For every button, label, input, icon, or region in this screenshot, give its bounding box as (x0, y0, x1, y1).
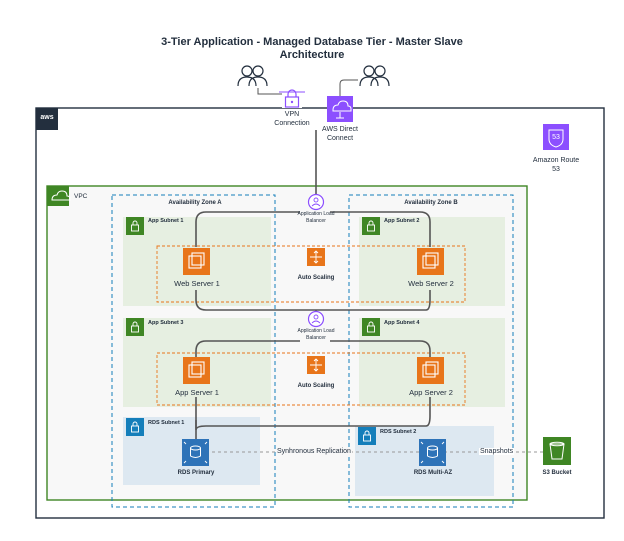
users-icon (359, 65, 390, 87)
vpc-label: VPC (74, 193, 88, 200)
aws-logo-badge (36, 108, 58, 130)
vpn-connection-label: VPN Connection (262, 110, 322, 128)
sync-replication-label: Synhronous Replication (276, 448, 352, 455)
aws-logo: aws (40, 114, 54, 121)
direct-connect-line (339, 79, 358, 98)
s3-bucket-label: S3 Bucket (542, 470, 572, 476)
ec2-instance-icon (417, 248, 444, 275)
vpc-badge (47, 186, 69, 206)
rds-database-icon (182, 439, 209, 466)
vpn-line (257, 88, 282, 95)
s3-bucket-icon (543, 437, 571, 465)
vpn-lock-icon (279, 88, 305, 108)
direct-connect-label-line-1: AWS Direct (322, 126, 358, 133)
auto-scaling-icon (307, 248, 325, 266)
alb-1-label-line-1: Application Load (297, 211, 335, 217)
ec2-instance-icon (417, 357, 444, 384)
availability-zone-b-label: Availability Zone B (404, 200, 458, 206)
route53-label: Amazon Route 53 (526, 156, 586, 174)
alb-2-label-line-2: Balancer (306, 334, 326, 341)
availability-zone-a-label: Availability Zone A (168, 200, 222, 206)
app-subnet-2-label: App Subnet 2 (384, 218, 420, 224)
rds-multi-az-label: RDS Multi-AZ (413, 470, 453, 476)
availability-zone-a (111, 194, 276, 508)
direct-connect-label: AWS Direct Connect (312, 125, 368, 143)
alb-2-label-line-1: Application Load (297, 328, 335, 334)
diagram-title: 3-Tier Application - Managed Database Ti… (0, 36, 624, 62)
alb-1-label: Application Load Balancer (287, 211, 345, 224)
subnet-lock-icon (126, 217, 144, 235)
web-server-2-label: Web Server 2 (408, 279, 454, 288)
connection-lines (195, 130, 431, 441)
auto-scaling-icon (307, 356, 325, 374)
app-server-2-label: App Server 2 (409, 388, 453, 397)
title-line-1: 3-Tier Application - Managed Database Ti… (161, 36, 463, 48)
auto-scaling-app-label: Auto Scaling (297, 383, 335, 389)
aws-cloud-frame (35, 107, 605, 519)
app-server-1-label: App Server 1 (175, 388, 219, 397)
snapshots-label: Snapshots (479, 448, 515, 455)
rds-subnet-1-label: RDS Subnet 1 (148, 420, 185, 426)
ec2-instance-icon (183, 357, 210, 384)
alb-2-label: Application Load Balancer (287, 328, 345, 341)
subnet-lock-icon (358, 427, 376, 445)
ec2-instance-icon (183, 248, 210, 275)
vpc-cloud-icon (51, 190, 71, 201)
route53-icon (543, 124, 569, 150)
app-subnet-4-label: App Subnet 4 (384, 320, 420, 326)
subnet-lock-icon (362, 318, 380, 336)
route53-badge-text: 53 (552, 134, 560, 141)
route53-label-line-2: 53 (552, 166, 560, 173)
load-balancer-icon (307, 193, 325, 211)
auto-scaling-web-label: Auto Scaling (297, 275, 335, 281)
rds-primary-label: RDS Primary (177, 470, 215, 476)
auto-scaling-group-web (156, 245, 466, 303)
subnet-lock-icon (126, 318, 144, 336)
rds-subnet-2-label: RDS Subnet 2 (380, 429, 417, 435)
subnet-lock-icon (126, 418, 144, 436)
rds-database-icon (419, 439, 446, 466)
app-subnet-1-label: App Subnet 1 (148, 218, 184, 224)
subnet-lock-icon (362, 217, 380, 235)
direct-connect-label-line-2: Connect (326, 135, 354, 142)
route53-label-line-1: Amazon Route (532, 157, 580, 164)
alb-1-label-line-2: Balancer (306, 217, 326, 224)
users-icon (237, 65, 268, 87)
vpn-label-line-1: VPN (284, 111, 300, 118)
vpn-label-line-2: Connection (274, 120, 310, 127)
web-server-1-label: Web Server 1 (174, 279, 220, 288)
direct-connect-icon (327, 96, 353, 122)
load-balancer-icon (307, 310, 325, 328)
title-line-2: Architecture (279, 49, 345, 61)
app-subnet-3-label: App Subnet 3 (148, 320, 184, 326)
